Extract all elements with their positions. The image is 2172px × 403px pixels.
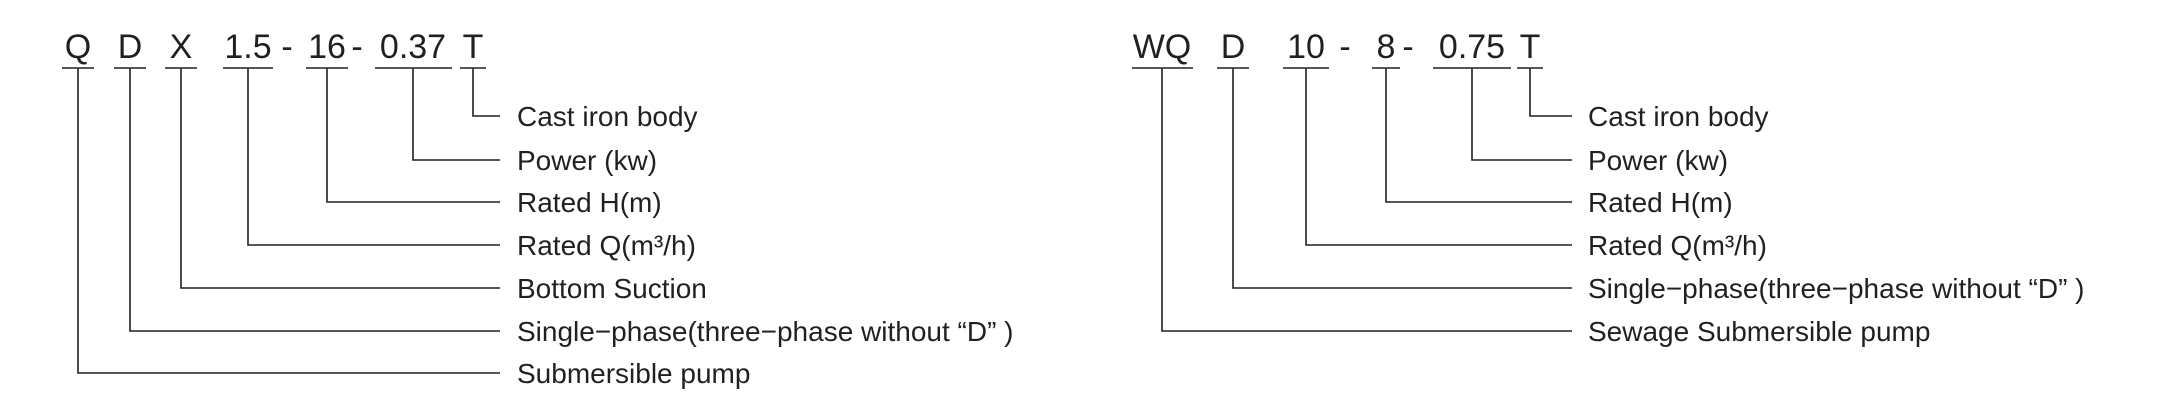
label-rated-flow: Rated Q(m³/h) xyxy=(1588,230,1767,261)
label-submersible-pump: Submersible pump xyxy=(517,358,750,389)
label-rated-head: Rated H(m) xyxy=(517,187,662,218)
connector-x xyxy=(180,68,500,289)
label-single-phase: Single−phase(three−phase without “D” ) xyxy=(1588,273,2085,304)
connector-d xyxy=(129,68,500,332)
label-rated-head: Rated H(m) xyxy=(1588,187,1733,218)
connector-power xyxy=(1471,68,1572,161)
right-model-code: WQ D 10 - 8 - 0.75 T xyxy=(1133,28,1541,66)
code-part-d: D xyxy=(118,28,143,66)
code-part-power: 0.37 xyxy=(380,28,446,66)
label-bottom-suction: Bottom Suction xyxy=(517,273,707,304)
code-part-x: X xyxy=(170,28,193,66)
connector-t xyxy=(1529,68,1572,117)
code-part-d: D xyxy=(1221,28,1246,66)
code-separator: - xyxy=(281,28,292,66)
code-separator: - xyxy=(1339,28,1350,66)
code-part-wq: WQ xyxy=(1133,28,1192,66)
label-power: Power (kw) xyxy=(517,145,657,176)
code-separator: - xyxy=(351,28,362,66)
code-part-head: 16 xyxy=(308,28,346,66)
left-connectors xyxy=(77,68,500,374)
right-connectors xyxy=(1161,68,1572,332)
label-power: Power (kw) xyxy=(1588,145,1728,176)
label-single-phase: Single−phase(three−phase without “D” ) xyxy=(517,316,1014,347)
code-separator: - xyxy=(1402,28,1413,66)
code-part-power: 0.75 xyxy=(1439,28,1505,66)
code-part-flow: 10 xyxy=(1287,28,1325,66)
connector-wq xyxy=(1161,68,1572,332)
label-cast-iron-body: Cast iron body xyxy=(1588,101,1769,132)
connector-power xyxy=(412,68,500,161)
left-model-code: Q D X 1.5 - 16 - 0.37 T xyxy=(65,28,484,66)
connector-q xyxy=(77,68,500,374)
connector-d xyxy=(1232,68,1572,289)
label-sewage-submersible-pump: Sewage Submersible pump xyxy=(1588,316,1930,347)
connector-head xyxy=(326,68,500,203)
code-part-t: T xyxy=(1520,28,1541,66)
code-part-flow: 1.5 xyxy=(224,28,271,66)
code-part-head: 8 xyxy=(1377,28,1396,66)
code-part-q: Q xyxy=(65,28,91,66)
connector-t xyxy=(472,68,500,117)
connector-flow xyxy=(1305,68,1572,246)
label-rated-flow: Rated Q(m³/h) xyxy=(517,230,696,261)
connector-flow xyxy=(247,68,500,246)
code-part-t: T xyxy=(463,28,484,66)
label-cast-iron-body: Cast iron body xyxy=(517,101,698,132)
right-labels: Cast iron body Power (kw) Rated H(m) Rat… xyxy=(1588,101,2085,347)
connector-head xyxy=(1385,68,1572,203)
left-labels: Cast iron body Power (kw) Rated H(m) Rat… xyxy=(517,101,1014,389)
